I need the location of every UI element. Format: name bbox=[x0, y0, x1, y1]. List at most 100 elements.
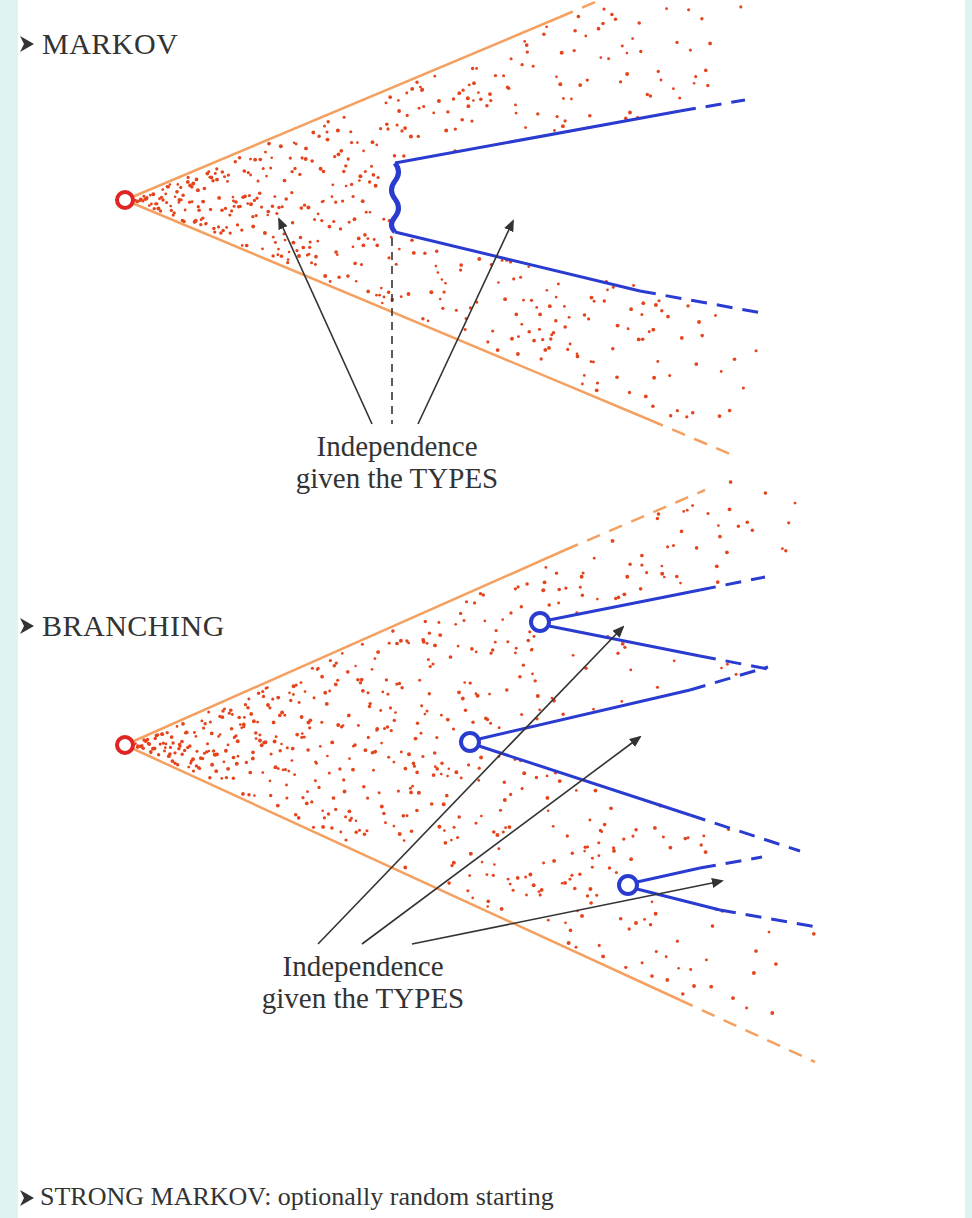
dot bbox=[229, 231, 232, 234]
dot bbox=[208, 750, 211, 753]
dot bbox=[494, 74, 497, 77]
dot bbox=[440, 773, 443, 776]
dot bbox=[524, 876, 527, 879]
dot bbox=[516, 352, 520, 356]
dot bbox=[393, 719, 396, 722]
dot bbox=[325, 702, 329, 706]
dot bbox=[398, 682, 402, 686]
dot bbox=[622, 592, 626, 596]
dot bbox=[284, 239, 287, 242]
dot bbox=[166, 731, 169, 734]
dot bbox=[381, 691, 384, 694]
dot bbox=[316, 667, 319, 670]
dot bbox=[347, 157, 350, 160]
dot bbox=[353, 743, 357, 747]
dot bbox=[341, 652, 344, 655]
dot bbox=[270, 156, 273, 159]
dot bbox=[336, 723, 340, 727]
dot bbox=[685, 415, 688, 418]
dot bbox=[480, 815, 483, 818]
dot bbox=[640, 554, 644, 558]
dot bbox=[694, 75, 697, 78]
dot bbox=[331, 183, 334, 186]
dot bbox=[321, 825, 325, 829]
dot bbox=[173, 211, 176, 214]
dot bbox=[516, 876, 520, 880]
dot bbox=[214, 769, 218, 773]
dot bbox=[535, 776, 538, 779]
dot bbox=[146, 738, 149, 741]
dot bbox=[326, 138, 330, 142]
dot bbox=[418, 679, 421, 682]
dot bbox=[262, 695, 265, 698]
dot bbox=[228, 213, 231, 216]
dot bbox=[238, 156, 241, 159]
dot bbox=[293, 773, 296, 776]
dot bbox=[577, 15, 581, 19]
dot bbox=[562, 713, 565, 716]
dot bbox=[745, 1007, 748, 1010]
dot bbox=[570, 874, 573, 877]
dot bbox=[461, 89, 464, 92]
dot bbox=[726, 663, 729, 666]
dot bbox=[391, 629, 395, 633]
dot bbox=[363, 832, 367, 836]
dot bbox=[160, 732, 164, 736]
dot bbox=[310, 159, 314, 163]
dot bbox=[288, 251, 291, 254]
dot bbox=[432, 112, 435, 115]
dot bbox=[354, 831, 358, 835]
dot bbox=[399, 639, 403, 643]
dot bbox=[342, 778, 345, 781]
dot bbox=[330, 826, 334, 830]
dot bbox=[598, 944, 601, 947]
dot bbox=[269, 166, 272, 169]
dot bbox=[393, 154, 396, 157]
dot bbox=[176, 183, 179, 186]
dot bbox=[640, 563, 643, 566]
dot bbox=[681, 992, 685, 996]
dot bbox=[432, 773, 436, 777]
dot bbox=[702, 834, 705, 837]
dot bbox=[240, 228, 243, 231]
dot bbox=[275, 212, 278, 215]
dot bbox=[694, 362, 698, 366]
dot bbox=[784, 549, 787, 552]
dot bbox=[514, 587, 517, 590]
dot bbox=[416, 721, 419, 724]
dot bbox=[253, 199, 256, 202]
dot bbox=[159, 743, 162, 746]
dot bbox=[415, 81, 418, 84]
dot bbox=[442, 802, 446, 806]
dot bbox=[304, 147, 308, 151]
dot bbox=[483, 620, 486, 623]
dot bbox=[716, 580, 720, 584]
dot bbox=[264, 151, 267, 154]
dot bbox=[149, 750, 153, 754]
dot bbox=[261, 247, 264, 250]
dot bbox=[578, 83, 582, 87]
dot bbox=[273, 739, 277, 743]
dot bbox=[586, 846, 589, 849]
dot bbox=[656, 686, 659, 689]
dot bbox=[528, 630, 531, 633]
dot bbox=[397, 790, 400, 793]
dot bbox=[366, 691, 369, 694]
dot bbox=[356, 678, 360, 682]
dot bbox=[281, 205, 284, 208]
dot bbox=[421, 755, 424, 758]
dot bbox=[739, 5, 742, 8]
dot bbox=[254, 731, 258, 735]
dot bbox=[512, 277, 515, 280]
dot bbox=[507, 878, 510, 881]
dot bbox=[420, 704, 423, 707]
dot bbox=[380, 287, 383, 290]
dot bbox=[412, 251, 416, 255]
dot bbox=[372, 173, 376, 177]
branching-branch bbox=[479, 577, 822, 928]
dot bbox=[538, 708, 541, 711]
dot bbox=[323, 691, 327, 695]
dot bbox=[459, 263, 463, 267]
dot bbox=[253, 158, 257, 162]
dot bbox=[424, 620, 427, 623]
